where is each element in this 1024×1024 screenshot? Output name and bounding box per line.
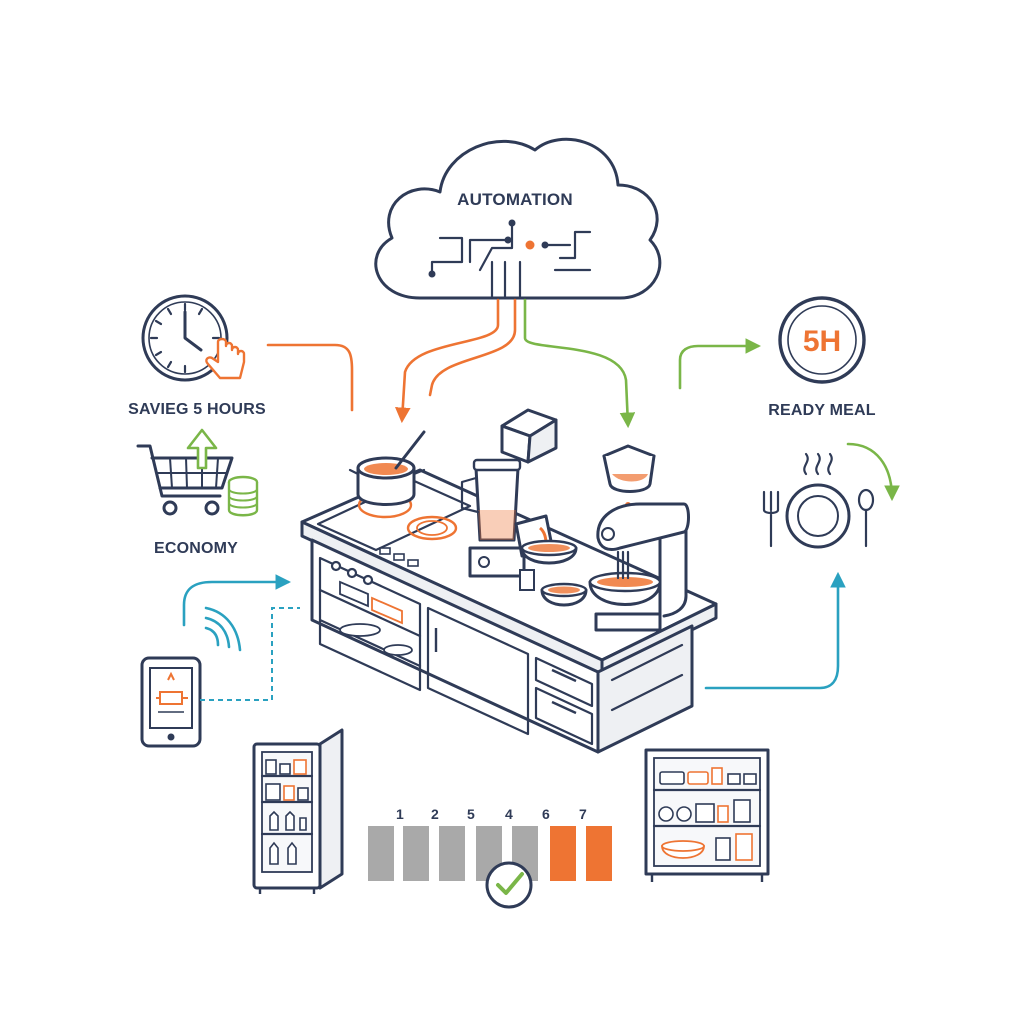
step-bar-active	[586, 826, 612, 881]
step-number: 6	[542, 806, 550, 822]
plate-icon	[785, 483, 851, 549]
serve-curve-arrow	[846, 442, 900, 502]
cloud-title: AUTOMATION	[457, 190, 573, 209]
step-number: 2	[431, 806, 439, 822]
cloud-to-blender-arrow	[523, 298, 636, 429]
blender-icon	[460, 458, 526, 578]
juicer-icon	[514, 514, 578, 591]
tablet-icon	[140, 656, 202, 748]
step-bar	[439, 826, 465, 881]
coin-stack-icon	[227, 475, 259, 517]
time-badge-icon: 5H	[778, 296, 866, 384]
pantry-fridge-icon	[252, 728, 344, 894]
time-badge-text: 5H	[803, 325, 841, 358]
step-bar	[403, 826, 429, 881]
step-number: 7	[579, 806, 587, 822]
spoon-icon	[857, 488, 875, 548]
phone-to-kitchen-arrow	[182, 574, 292, 627]
dispenser-container-icon	[602, 444, 656, 508]
ingredient-box-icon	[500, 408, 558, 464]
phone-dashed-link	[200, 607, 300, 701]
economy-label: ECONOMY	[154, 540, 238, 557]
kitchen-to-meal-arrow	[704, 571, 846, 690]
pointer-hand-icon	[205, 337, 246, 380]
cloud-icon: AUTOMATION	[374, 137, 662, 300]
wifi-signal-icon	[204, 606, 242, 652]
cloud-to-stove-arrow	[394, 298, 500, 424]
shopping-cart-icon	[136, 444, 234, 516]
progress-steps: 1 2 5 4 6 7	[368, 806, 612, 909]
cloud-feed-line	[428, 298, 517, 397]
stand-mixer-icon	[588, 502, 690, 632]
step-bar	[368, 826, 394, 881]
checkmark-icon	[485, 861, 533, 909]
arrow-up-icon	[186, 428, 218, 470]
storage-shelf-icon	[644, 748, 770, 882]
small-bowl-icon	[540, 582, 588, 607]
step-bar-active	[550, 826, 576, 881]
step-number: 4	[505, 806, 513, 822]
time-to-kitchen-line	[266, 343, 354, 412]
ready-meal-label: READY MEAL	[768, 402, 876, 419]
kitchen-to-badge-arrow	[678, 338, 762, 390]
time-savings-label: SAVIEG 5 HOURS	[128, 401, 266, 418]
step-number: 1	[396, 806, 404, 822]
cooking-pot-icon	[348, 430, 426, 506]
steam-icon	[803, 452, 833, 476]
circuit-icon	[428, 219, 592, 300]
step-number: 5	[467, 806, 475, 822]
fork-icon	[762, 490, 780, 548]
